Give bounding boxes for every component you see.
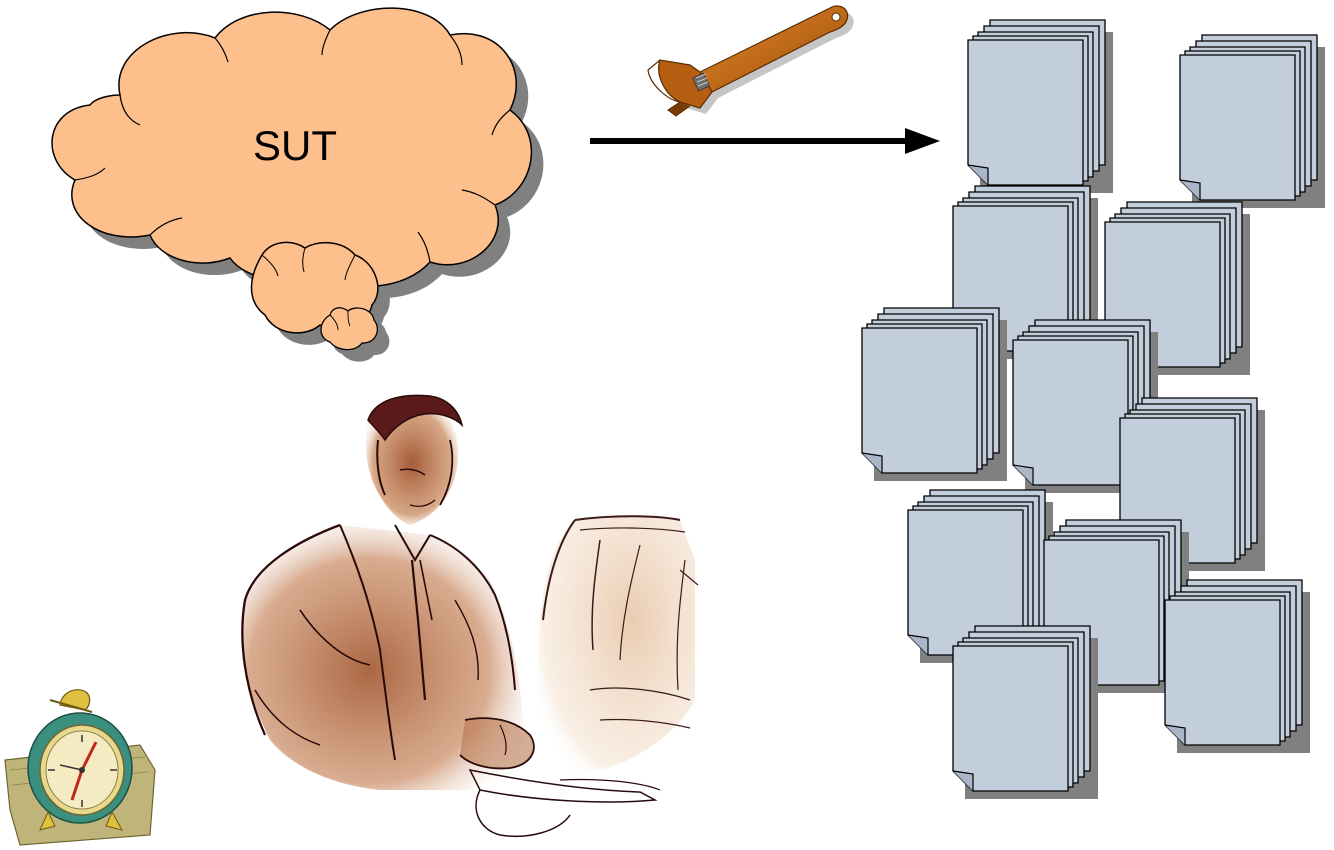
monitor	[537, 516, 695, 780]
arrow-right-icon	[590, 128, 940, 154]
wrench-icon	[648, 6, 854, 116]
document-stacks	[862, 20, 1325, 799]
document-stack-icon	[1165, 580, 1310, 753]
document-stack-icon	[1180, 35, 1325, 208]
alarm-clock-icon	[5, 690, 155, 845]
thought-cloud: SUT	[52, 8, 543, 362]
document-stack-icon	[862, 308, 1007, 481]
document-stack-icon	[968, 20, 1113, 193]
document-stack-icon	[953, 626, 1098, 799]
cloud-label: SUT	[253, 122, 337, 169]
person-at-computer-icon	[242, 395, 698, 836]
